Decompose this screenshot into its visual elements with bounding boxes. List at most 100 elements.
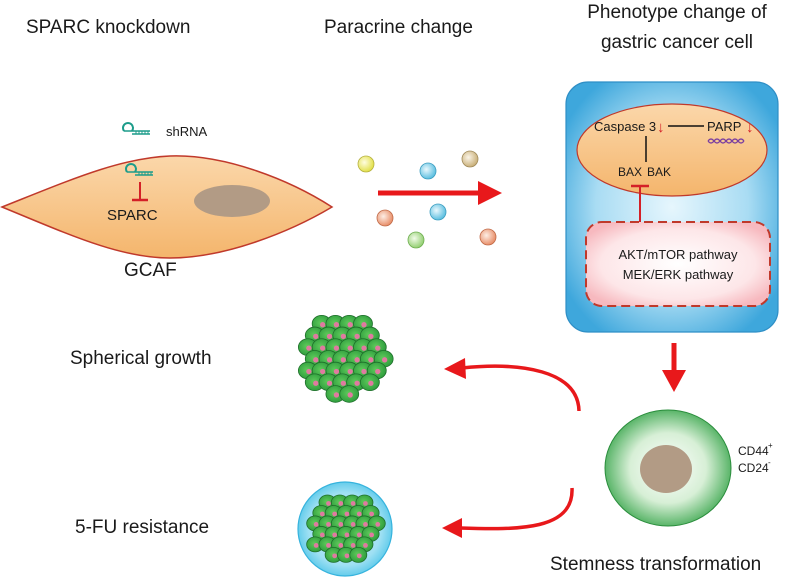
gcaf-nucleus bbox=[194, 185, 270, 217]
stemness-label: Stemness transformation bbox=[550, 554, 761, 575]
cluster-cell-nucleus bbox=[363, 543, 368, 548]
gcaf-cell bbox=[0, 155, 334, 259]
cluster-cell-nucleus bbox=[375, 345, 381, 351]
cluster-cell-nucleus bbox=[347, 368, 353, 375]
cluster-cell-nucleus bbox=[375, 522, 381, 527]
cluster-cell-nucleus bbox=[344, 511, 350, 517]
secreted-molecule bbox=[357, 155, 375, 173]
cluster-cell-nucleus bbox=[375, 368, 381, 375]
cluster-cell-nucleus bbox=[306, 345, 312, 351]
cluster-cell-nucleus bbox=[313, 522, 319, 527]
cluster-cell-nucleus bbox=[363, 501, 368, 506]
cd44-label: CD44 bbox=[738, 444, 769, 458]
bax-bak-inhibition-icon bbox=[631, 184, 649, 222]
caspase3-label: Caspase 3 bbox=[594, 119, 656, 134]
secreted-molecule bbox=[461, 150, 479, 168]
cd44-superscript: + bbox=[768, 441, 773, 450]
cluster-cell-nucleus bbox=[368, 357, 374, 363]
heading-phenotype-line1: Phenotype change of bbox=[587, 2, 767, 23]
cluster-cell-nucleus bbox=[344, 553, 350, 559]
parp-label: PARP bbox=[707, 119, 741, 134]
dna-cleavage-icon bbox=[707, 138, 745, 144]
resistant-cell-cluster bbox=[306, 494, 386, 563]
cluster-cell-nucleus bbox=[319, 511, 325, 517]
cluster-cell-nucleus bbox=[347, 345, 353, 351]
cluster-cell-nucleus bbox=[369, 532, 375, 538]
cluster-cell-nucleus bbox=[333, 345, 340, 351]
secreted-molecule bbox=[407, 231, 425, 249]
cluster-cell-nucleus bbox=[340, 380, 346, 386]
cluster-cell-nucleus bbox=[313, 543, 319, 548]
cluster-cell-nucleus bbox=[363, 522, 368, 527]
cluster-cell-nucleus bbox=[354, 357, 360, 363]
cluster-cell-nucleus bbox=[338, 543, 344, 548]
caspase3-down-arrow: ↓ bbox=[657, 119, 665, 136]
spherical-cell-cluster bbox=[297, 314, 394, 403]
cluster-cell-nucleus bbox=[333, 368, 340, 375]
cluster-cell-nucleus bbox=[354, 333, 360, 340]
cluster-cell-nucleus bbox=[340, 333, 346, 340]
cluster-cell-nucleus bbox=[326, 357, 333, 363]
heading-paracrine-change: Paracrine change bbox=[324, 17, 473, 38]
shrna-label: shRNA bbox=[166, 124, 208, 139]
cluster-cell-nucleus bbox=[319, 532, 325, 538]
cluster-cell-nucleus bbox=[313, 357, 319, 363]
cluster-cell-nucleus bbox=[361, 368, 367, 375]
heading-sparc-knockdown: SPARC knockdown bbox=[26, 17, 190, 38]
cluster-cell-nucleus bbox=[368, 333, 374, 340]
pathway-box bbox=[585, 221, 771, 307]
paracrine-molecules bbox=[357, 150, 497, 249]
bak-label: BAK bbox=[647, 165, 671, 179]
parp-down-arrow: ↓ bbox=[746, 119, 754, 136]
cluster-cell-nucleus bbox=[326, 380, 333, 386]
cluster-cell-nucleus bbox=[350, 522, 356, 527]
secreted-molecule bbox=[479, 228, 497, 246]
cluster-cell-nucleus bbox=[356, 532, 362, 538]
cluster-cell-nucleus bbox=[361, 345, 367, 351]
cluster-cell-nucleus bbox=[340, 357, 346, 363]
cluster-cell-nucleus bbox=[338, 501, 344, 506]
cd24-superscript: - bbox=[768, 458, 771, 467]
cluster-cell-nucleus bbox=[347, 322, 353, 328]
cluster-cell-nucleus bbox=[338, 522, 344, 527]
cluster-cell-nucleus bbox=[313, 333, 319, 340]
cluster-cell-nucleus bbox=[350, 543, 356, 548]
cluster-cell-nucleus bbox=[333, 392, 340, 398]
cluster-cell-nucleus bbox=[326, 522, 331, 527]
sparc-inhibition-icon bbox=[132, 182, 148, 202]
apoptosis-ellipse bbox=[576, 103, 768, 197]
spherical-growth-arrow bbox=[444, 358, 581, 412]
sparc-label: SPARC bbox=[107, 207, 158, 224]
cluster-cell-nucleus bbox=[333, 322, 340, 328]
cluster-cell-nucleus bbox=[306, 368, 312, 375]
shrna-bound-icon bbox=[125, 163, 153, 176]
cluster-cell-nucleus bbox=[347, 392, 353, 398]
spherical-growth-label: Spherical growth bbox=[70, 348, 212, 369]
cluster-cell-nucleus bbox=[350, 501, 356, 506]
cluster-cell-nucleus bbox=[354, 380, 360, 386]
cluster-cell-nucleus bbox=[320, 345, 326, 351]
paracrine-arrow bbox=[378, 181, 502, 205]
cluster-cell-nucleus bbox=[320, 322, 326, 328]
akt-mtor-label: AKT/mTOR pathway bbox=[619, 247, 738, 262]
cluster-cell-nucleus bbox=[326, 333, 333, 340]
cluster-cell-nucleus bbox=[356, 553, 362, 559]
cluster-cell-nucleus bbox=[344, 532, 350, 538]
shrna-icon bbox=[122, 122, 150, 135]
cluster-cell-nucleus bbox=[313, 380, 319, 386]
secreted-molecule bbox=[376, 209, 394, 227]
secreted-molecule bbox=[419, 162, 437, 180]
cluster-cell-nucleus bbox=[332, 532, 338, 538]
cluster-cell-nucleus bbox=[369, 511, 375, 517]
cluster-cell-nucleus bbox=[326, 543, 331, 548]
stem-cell-nucleus bbox=[640, 445, 692, 493]
cluster-cell-nucleus bbox=[361, 322, 367, 328]
cluster-cell-nucleus bbox=[381, 357, 388, 363]
gcaf-label: GCAF bbox=[124, 260, 177, 281]
stemness-arrow bbox=[662, 343, 686, 392]
bax-label: BAX bbox=[618, 165, 642, 179]
secreted-molecule bbox=[429, 203, 447, 221]
cluster-cell-nucleus bbox=[356, 511, 362, 517]
heading-phenotype-line2: gastric cancer cell bbox=[601, 32, 753, 53]
resistance-label: 5-FU resistance bbox=[75, 517, 209, 538]
